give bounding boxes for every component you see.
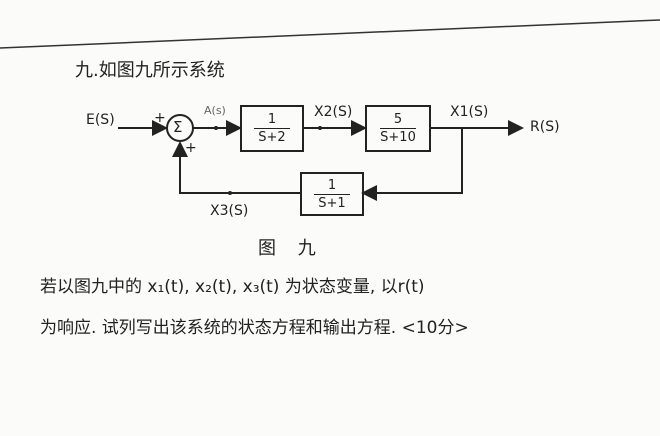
question-line-2: 为响应. 试列写出该系统的状态方程和输出方程. <10分>	[40, 318, 469, 338]
denominator: S+2	[258, 130, 286, 145]
denominator: S+10	[380, 130, 416, 145]
output-label: R(S)	[530, 119, 560, 135]
plus-sign: +	[185, 140, 197, 156]
figure-caption: 图 九	[258, 238, 324, 259]
x2-label: X2(S)	[314, 104, 353, 120]
numerator: 5	[379, 111, 417, 129]
sigma-symbol: Σ	[173, 118, 183, 136]
denominator: S+1	[318, 195, 346, 211]
feedback-path	[172, 141, 300, 194]
top-rule	[0, 19, 660, 49]
numerator: 1	[253, 111, 291, 129]
problem-title: 九.如图九所示系统	[75, 60, 225, 81]
numerator: 1	[313, 177, 351, 195]
question-line-1: 若以图九中的 x₁(t), x₂(t), x₃(t) 为状态变量, 以r(t)	[40, 277, 425, 297]
signal-a-label: A(s)	[204, 104, 226, 117]
plus-sign: +	[154, 110, 166, 126]
x3-label: X3(S)	[210, 203, 249, 219]
x1-label: X1(S)	[450, 104, 489, 120]
input-label: E(S)	[86, 112, 115, 128]
